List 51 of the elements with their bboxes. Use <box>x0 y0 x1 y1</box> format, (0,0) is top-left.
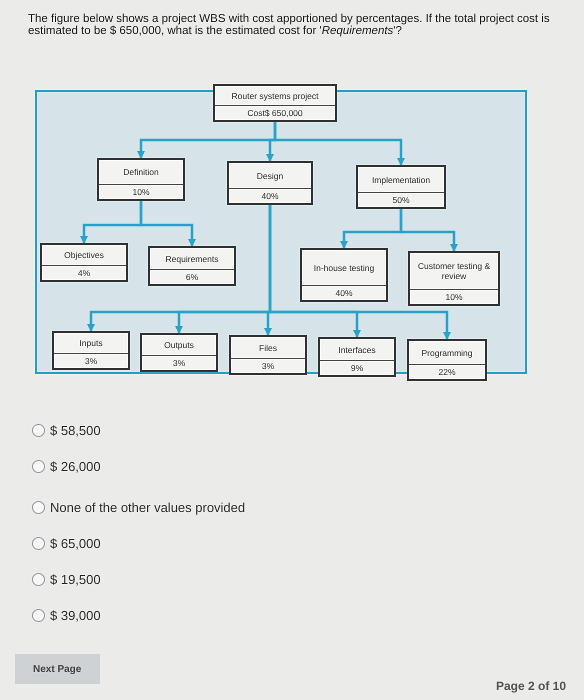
task-name: Outputs <box>164 340 194 350</box>
wbs-box <box>140 333 218 372</box>
wbs-box <box>407 339 487 381</box>
task-name: Definition <box>123 167 159 177</box>
cost-share: 10% <box>132 187 150 197</box>
wbs-box <box>148 246 236 286</box>
cost-share: 3% <box>84 356 98 366</box>
task-name: Requirements <box>166 254 218 264</box>
task-name: Objectives <box>64 250 104 260</box>
answer-option: $ 26,000 <box>50 459 101 474</box>
task-name: Interfaces <box>338 344 376 354</box>
next-page-button: Next Page <box>15 654 100 684</box>
cost-share: Cost$ 650,000 <box>247 108 303 118</box>
answer-option: $ 19,500 <box>50 572 101 587</box>
cost-share: 4% <box>78 268 90 278</box>
arrow <box>140 201 196 247</box>
arrow <box>400 209 458 252</box>
cost-share: 22% <box>438 367 456 377</box>
task-name: Customer testing & review <box>416 261 492 281</box>
cost-share: 10% <box>445 292 462 302</box>
task-name: Inputs <box>79 338 103 348</box>
cost-share: 40% <box>335 288 352 298</box>
wbs-box <box>40 243 128 282</box>
wbs-box <box>97 158 185 201</box>
answer-option: None of the other values provided <box>50 500 246 515</box>
task-name: In-house testing <box>314 262 374 272</box>
wbs-box <box>227 161 313 205</box>
wbs-box <box>300 248 388 302</box>
task-name: Programming <box>421 348 473 358</box>
wbs-box <box>356 165 446 209</box>
task-name: Files <box>259 342 277 352</box>
arrow <box>274 122 405 166</box>
cost-share: 50% <box>392 195 410 205</box>
cost-share: 3% <box>172 358 186 368</box>
answer-option: $ 39,000 <box>50 608 101 623</box>
wbs-box <box>318 337 396 377</box>
task-name: Router systems project <box>232 90 318 100</box>
wbs-box <box>213 84 337 122</box>
cost-share: 3% <box>262 361 274 371</box>
answer-option: $ 58,500 <box>50 423 101 438</box>
wbs-box <box>229 335 307 375</box>
cost-share: 9% <box>350 363 364 373</box>
answer-option: $ 65,000 <box>50 536 101 551</box>
wbs-box <box>408 251 500 306</box>
page-indicator: Page 2 of 10 <box>496 679 566 693</box>
cost-share: 40% <box>261 191 278 201</box>
task-name: Implementation <box>372 174 430 184</box>
question-text: The figure below shows a project WBS with cost apportioned by percentages. If the total project cost is estimated to be $ 650,000, what is the estimated cost for 'Requirements'? <box>28 13 551 37</box>
cost-share: 6% <box>186 272 198 282</box>
task-name: Design <box>256 170 284 180</box>
wbs-box <box>52 331 130 370</box>
